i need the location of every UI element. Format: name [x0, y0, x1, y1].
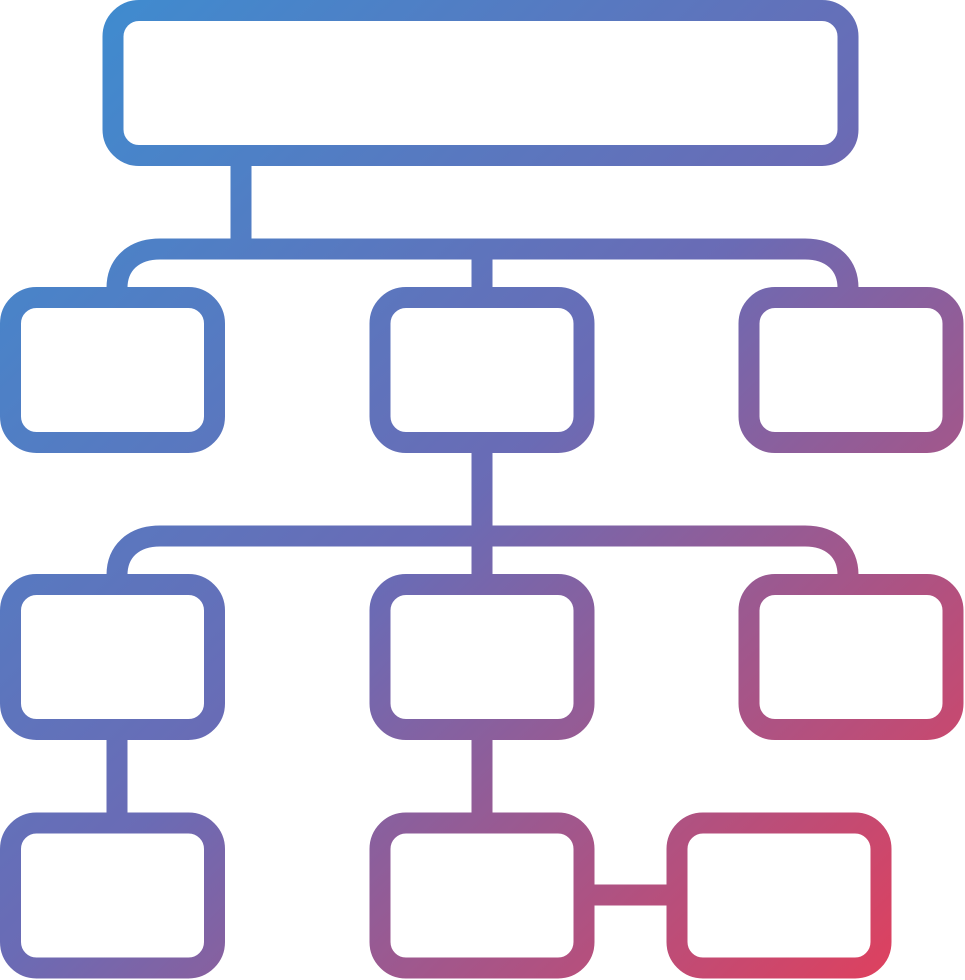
node-level2-right [738, 574, 964, 740]
connector-lines [106, 154, 859, 906]
node-level1-center [369, 287, 595, 453]
node-level3-left [0, 812, 225, 979]
node-root [102, 0, 859, 166]
node-level2-left [0, 574, 225, 740]
node-level3-right [666, 812, 892, 979]
node-level3-center [369, 812, 595, 979]
node-level1-right [738, 287, 964, 453]
node-level2-center [369, 574, 595, 740]
node-level1-left [0, 287, 225, 453]
